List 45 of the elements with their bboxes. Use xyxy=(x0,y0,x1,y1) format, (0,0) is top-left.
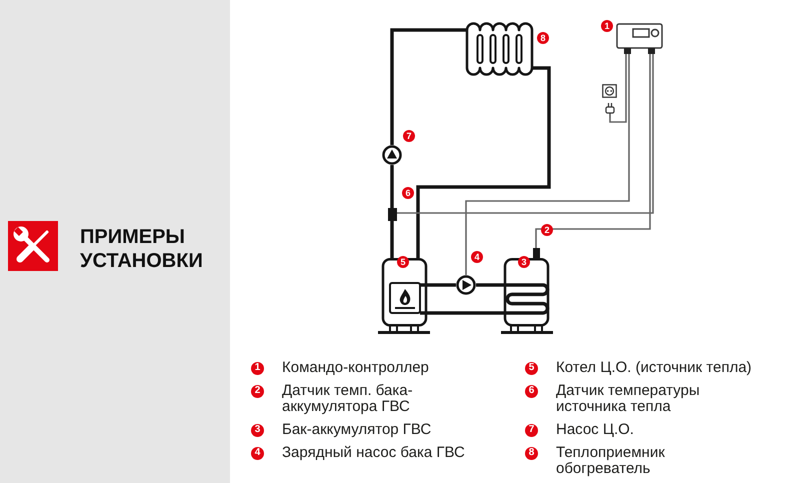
legend-text: Котел Ц.О. (источник тепла) xyxy=(556,360,753,376)
pipe xyxy=(476,283,505,287)
boiler-drawing xyxy=(377,258,431,334)
pipe xyxy=(390,28,463,145)
sensor xyxy=(388,208,397,221)
pipe xyxy=(390,221,394,258)
pipe xyxy=(416,66,551,258)
pipe xyxy=(426,283,456,287)
callout-number: 1 xyxy=(601,20,613,32)
pipe xyxy=(426,311,505,315)
callout-number: 8 xyxy=(525,446,538,460)
callout-number: 7 xyxy=(403,130,415,142)
wire xyxy=(609,54,627,123)
wire xyxy=(397,54,654,214)
legend-text: Датчик темп. бака-аккумулятора ГВС xyxy=(282,383,414,415)
sensor xyxy=(533,248,540,259)
callout-number: 2 xyxy=(541,224,553,236)
callout-number: 8 xyxy=(537,32,549,44)
callout-number: 2 xyxy=(251,384,264,398)
pump-symbol xyxy=(382,145,402,165)
legend-text: Командо-контроллер xyxy=(282,360,430,376)
pump-symbol xyxy=(456,275,476,295)
callout-number: 4 xyxy=(471,251,483,263)
plug-icon xyxy=(605,103,615,118)
callout-number: 3 xyxy=(251,424,264,436)
controller-drawing xyxy=(616,23,663,54)
pipe xyxy=(390,165,394,208)
callout-number: 5 xyxy=(397,256,409,268)
callout-number: 7 xyxy=(525,424,538,436)
callout-number: 6 xyxy=(525,384,538,398)
callout-number: 4 xyxy=(251,446,264,460)
section-title: ПРИМЕРЫ УСТАНОВКИ xyxy=(80,225,204,273)
callout-number: 6 xyxy=(402,187,414,199)
radiator-drawing xyxy=(463,22,536,76)
callout-number: 3 xyxy=(518,256,530,268)
tank-drawing xyxy=(500,258,554,334)
callout-number: 5 xyxy=(525,362,538,374)
legend-text: Насос Ц.О. xyxy=(556,422,635,438)
legend-text: Датчик температуры источника тепла xyxy=(556,383,701,415)
legend-text: Бак-аккумулятор ГВС xyxy=(282,422,432,438)
legend-text: Зарядный насос бака ГВС xyxy=(282,445,466,461)
wire xyxy=(465,54,630,275)
legend-text: Теплоприемник обогреватель xyxy=(556,445,666,477)
wire xyxy=(535,54,651,248)
callout-number: 1 xyxy=(251,362,264,374)
